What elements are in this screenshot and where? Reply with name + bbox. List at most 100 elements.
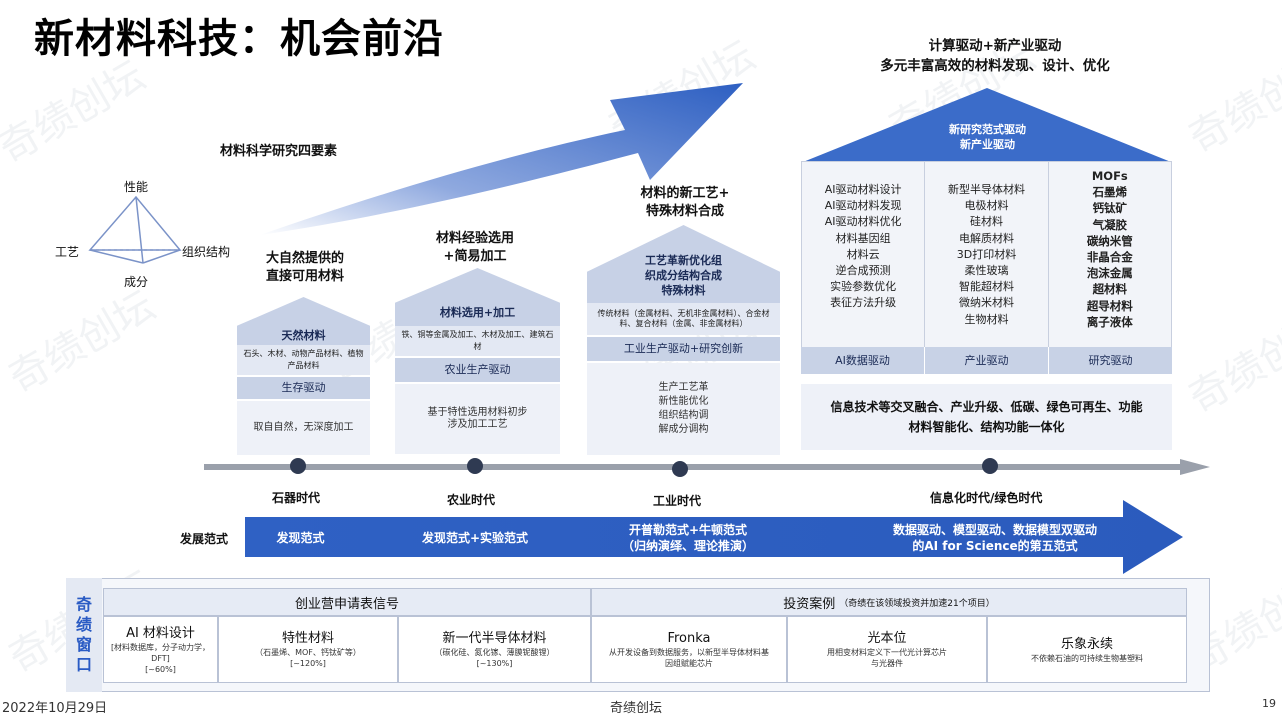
big-house-item: 逆合成预测 — [835, 264, 891, 278]
table-cell: 新一代半导体材料 （碳化硅、氮化镓、薄膜铌酸锂） [~130%] — [398, 616, 591, 683]
paradigm-item: 发现范式 — [258, 530, 343, 546]
big-house-item: 生物材料 — [964, 312, 1009, 326]
big-footer-ai: AI数据驱动 — [801, 347, 925, 374]
big-house-item: MOFs — [1091, 169, 1128, 183]
cell-title: 新一代半导体材料 — [442, 631, 547, 646]
element-top: 性能 — [124, 180, 149, 194]
stage-heading: 材料经验选用 +简易加工 — [410, 230, 540, 266]
cell-title: 特性材料 — [281, 631, 334, 646]
cell-title: AI 材料设计 — [126, 625, 195, 641]
era-label: 石器时代 — [272, 491, 321, 505]
cell-pct: [~130%] — [476, 659, 513, 668]
cell-sub: 不依赖石油的可持续生物基塑料 — [1031, 653, 1143, 663]
tetrahedron-diagram — [88, 195, 182, 264]
big-house-item: 3D打印材料 — [956, 247, 1017, 261]
stage-heading: 大自然提供的 直接可用材料 — [240, 250, 370, 286]
stage-house: 工艺革新优化组织成分结构合成特殊材料 传统材料（金属材料、无机非金属材料）、合金… — [587, 225, 780, 455]
cell-pct: [~120%] — [290, 659, 326, 668]
watermark: 奇绩创坛 — [1181, 302, 1282, 423]
table-header-investments: 投资案例 （奇绩在该领域投资并加速21个项目） — [591, 588, 1187, 616]
paradigm-arrow — [245, 500, 1183, 574]
big-house-item: AI驱动材料设计 — [824, 183, 902, 196]
four-elements-heading: 材料科学研究四要素 — [220, 144, 338, 159]
footer-center: 奇绩创坛 — [610, 701, 663, 716]
house-driver: 工业生产驱动+研究创新 — [587, 337, 780, 361]
paradigm-line: 的AI for Science的第五范式 — [912, 539, 1078, 553]
paradigm-line: 发现范式 — [276, 531, 325, 545]
stage-heading-line: +简易加工 — [443, 249, 507, 264]
top-caption-line2: 多元丰富高效的材料发现、设计、优化 — [880, 58, 1110, 74]
cell-title: Fronka — [667, 631, 711, 646]
table-cell: 乐象永续 不依赖石油的可持续生物基塑料 — [987, 616, 1187, 683]
big-house-item: 超导材料 — [1086, 298, 1133, 313]
big-house-item: 微纳米材料 — [958, 296, 1014, 310]
footer-date: 2022年10月29日 — [2, 701, 108, 716]
top-caption-line1: 计算驱动+新产业驱动 — [928, 38, 1062, 54]
cell-sub: [材料数据库，分子动力学，DFT] — [110, 642, 211, 663]
big-house-item: 材料基因组 — [835, 231, 891, 245]
stage-house: 天然材料 石头、木材、动物产品材料、植物产品材料 生存驱动 取自自然，无深度加工 — [237, 297, 370, 455]
house-roof-label: 天然材料 — [281, 329, 326, 342]
big-house-item: 电极材料 — [964, 199, 1009, 213]
stage-heading-line: 大自然提供的 — [265, 251, 344, 266]
table-cell: AI 材料设计 [材料数据库，分子动力学，DFT] [~60%] — [103, 616, 218, 683]
paradigm-line: 数据驱动、模型驱动、数据模型双驱动 — [892, 523, 1097, 537]
big-house-summary: 信息技术等交叉融合、产业升级、低碳、绿色可再生、功能 材料智能化、结构功能一体化 — [801, 384, 1172, 450]
paradigm-label: 发展范式 — [180, 532, 229, 546]
investments-note: （奇绩在该领域投资并加速21个项目） — [839, 598, 995, 609]
stage-house: 材料选用+加工 铁、铜等金属及加工、木材及加工、建筑石材 农业生产驱动 基于特性… — [395, 268, 560, 454]
top-caption: 计算驱动+新产业驱动 多元丰富高效的材料发现、设计、优化 — [830, 36, 1160, 76]
cell-sub: 从开发设备到数据服务，以新型半导体材料基因组赋能芯片 — [609, 648, 769, 668]
growth-arrow — [260, 83, 743, 235]
big-house-item: 钙钛矿 — [1092, 201, 1128, 216]
big-house-item: 非晶合金 — [1086, 250, 1133, 265]
stage-heading-line: 直接可用材料 — [265, 269, 344, 284]
table-cell: 特性材料 （石墨烯、MOF、钙钛矿等） [~120%] — [218, 616, 398, 683]
stage-heading-line: 材料经验选用 — [435, 231, 514, 246]
side-char: 窗 — [75, 635, 92, 654]
big-house-item: 材料云 — [846, 247, 880, 261]
big-house-item: 电解质材料 — [958, 231, 1014, 245]
house-desc: 生产工艺革新性能优化组织结构调解成分调构 — [587, 363, 780, 455]
big-house-footer: AI数据驱动 产业驱动 研究驱动 — [801, 347, 1172, 374]
era-label: 农业时代 — [447, 493, 496, 507]
timeline-dot — [982, 458, 998, 474]
big-house-roof-label: 新研究范式驱动 新产业驱动 — [900, 122, 1075, 152]
big-roof-line: 新产业驱动 — [960, 138, 1015, 151]
cell-title: 乐象永续 — [1060, 636, 1113, 652]
watermark: 奇绩创坛 — [1, 282, 163, 403]
house-roof-label: 工艺革新优化组织成分结构合成特殊材料 — [645, 254, 722, 297]
big-house-item: AI驱动材料优化 — [824, 215, 902, 229]
paradigm-item: 数据驱动、模型驱动、数据模型双驱动 的AI for Science的第五范式 — [850, 522, 1140, 554]
big-house-item: 石墨烯 — [1092, 185, 1128, 200]
big-house-item: 柔性玻璃 — [964, 264, 1009, 278]
summary-line: 材料智能化、结构功能一体化 — [908, 420, 1065, 434]
table-cell: 光本位 用相变材料定义下一代光计算芯片与光器件 — [787, 616, 987, 683]
summary-line: 信息技术等交叉融合、产业升级、低碳、绿色可再生、功能 — [830, 400, 1143, 414]
stage-heading-line: 特殊材料合成 — [645, 204, 724, 219]
big-roof-line: 新研究范式驱动 — [949, 123, 1026, 136]
paradigm-line: （归纳演绎、理论推演） — [621, 539, 754, 553]
big-house-item: 智能超材料 — [958, 280, 1014, 294]
cell-sub: （碳化硅、氮化镓、薄膜铌酸锂） — [434, 648, 555, 657]
big-house-item: 硅材料 — [969, 215, 1003, 229]
timeline-dot — [290, 458, 306, 474]
house-desc: 取自自然，无深度加工 — [237, 401, 370, 455]
big-house-item: 碳纳米管 — [1086, 233, 1133, 248]
big-house-item: 超材料 — [1092, 282, 1128, 297]
stage-heading: 材料的新工艺+ 特殊材料合成 — [615, 185, 755, 221]
watermark: 奇绩创坛 — [1181, 42, 1282, 163]
side-char: 绩 — [75, 615, 92, 634]
cell-sub: （石墨烯、MOF、钙钛矿等） — [255, 648, 361, 657]
stage-heading-line: 材料的新工艺+ — [640, 186, 730, 201]
cell-sub: 用相变材料定义下一代光计算芯片与光器件 — [827, 648, 947, 668]
era-label: 工业时代 — [653, 494, 702, 508]
investments-title: 投资案例 — [783, 596, 836, 612]
side-char: 口 — [75, 655, 92, 674]
paradigm-line: 开普勒范式+牛顿范式 — [628, 523, 748, 537]
footer-page: 19 — [1262, 697, 1276, 710]
